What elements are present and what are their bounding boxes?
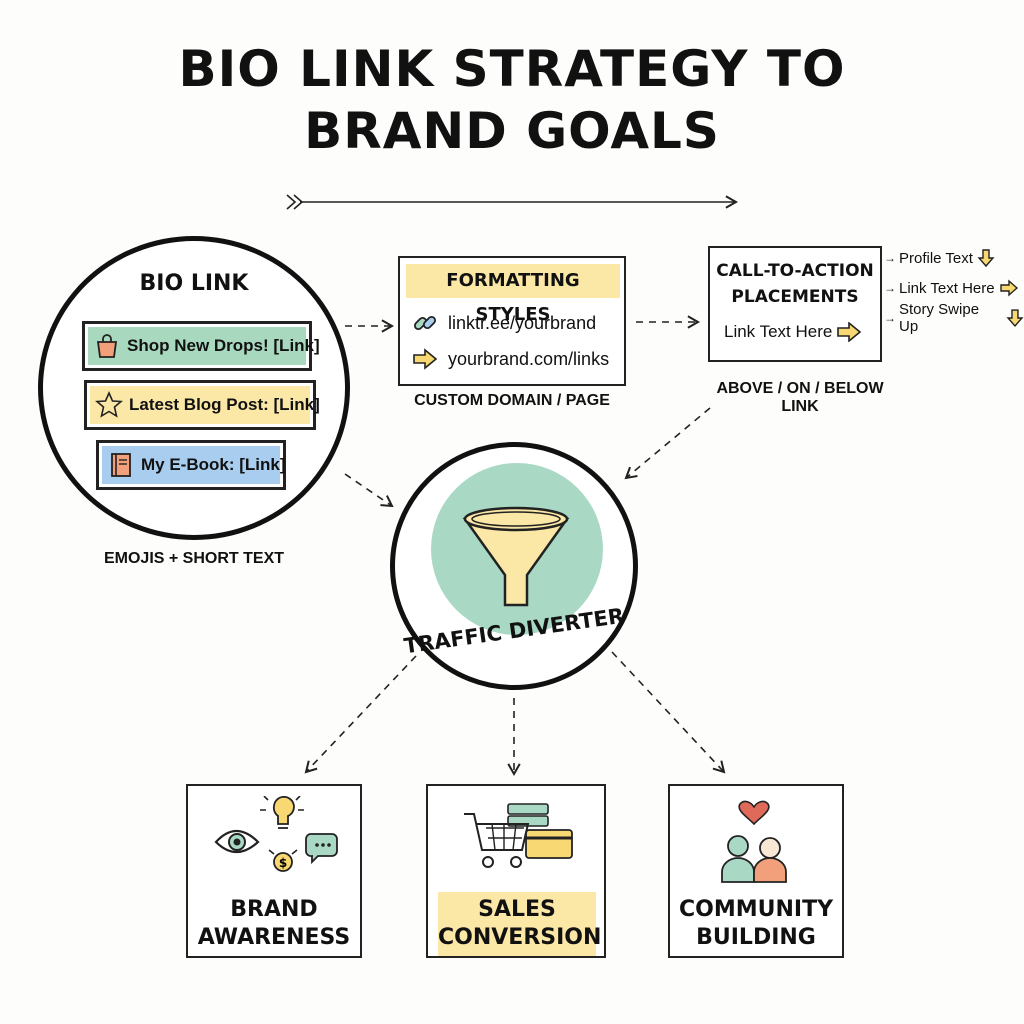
people-heart-icon (721, 800, 787, 883)
bio-link-item-label: Shop New Drops! [Link] (127, 336, 320, 355)
goal-label: COMMUNITY BUILDING (670, 896, 842, 952)
goal-label-line-1: COMMUNITY (678, 897, 834, 922)
cta-side-item-profile[interactable]: → Profile Text (884, 246, 1024, 270)
formatting-item-text: linktr.ee/yourbrand (448, 312, 597, 333)
goal-label-line-2: AWARENESS (197, 925, 351, 950)
cta-caption: ABOVE / ON / BELOW LINK (716, 380, 884, 415)
cta-side-text: Profile Text (899, 249, 973, 267)
cta-side-text: Story Swipe Up (899, 301, 980, 335)
cta-inner-text: Link Text Here (724, 322, 833, 341)
arrow-down-icon (977, 249, 995, 268)
cta-heading-line-1: CALL-TO-ACTION (716, 261, 874, 281)
bio-link-item-shop[interactable]: Shop New Drops! [Link] (82, 321, 320, 371)
cta-heading: CALL-TO-ACTION PLACEMENTS (710, 258, 880, 310)
cta-placements-box: CALL-TO-ACTION PLACEMENTS Link Text Here (708, 246, 882, 362)
star-icon (95, 391, 123, 418)
title-line-1: BIO LINK STRATEGY TO (178, 40, 846, 98)
traffic-diverter-circle: TRAFFIC DIVERTER (390, 442, 638, 690)
formatting-item-text: yourbrand.com/links (448, 348, 610, 369)
cta-inner-link[interactable]: Link Text Here (724, 322, 862, 342)
arrow-diverter-to-community (611, 651, 726, 774)
bio-link-heading: BIO LINK (139, 271, 249, 296)
goal-label-line-2: BUILDING (696, 925, 816, 950)
title-line-2: BRAND GOALS (304, 102, 720, 160)
goal-label: BRAND AWARENESS (188, 896, 360, 952)
cta-side-list: → Profile Text → Link Text Here → Story … (884, 246, 1024, 335)
page-title: BIO LINK STRATEGY TO BRAND GOALS (0, 38, 1024, 162)
bio-link-item-ebook[interactable]: My E-Book: [Link] (96, 440, 286, 490)
svg-text:$: $ (279, 856, 287, 870)
shopping-bag-icon (96, 334, 118, 358)
chain-link-icon (413, 315, 437, 331)
goal-label-line-1: BRAND (230, 897, 318, 922)
arrow-down-icon (1006, 309, 1024, 328)
formatting-styles-box: FORMATTING STYLES linktr.ee/yourbrand yo… (398, 256, 626, 386)
top-progress-arrow (286, 194, 739, 210)
goal-sales-conversion: SALES CONVERSION (426, 784, 606, 958)
formatting-caption: CUSTOM DOMAIN / PAGE (414, 392, 610, 409)
bio-link-caption: EMOJIS + SHORT TEXT (103, 550, 285, 567)
funnel-icon (431, 463, 603, 635)
book-icon (111, 453, 131, 477)
arrow-bio-to-diverter (344, 473, 394, 508)
goal-label-line-2: CONVERSION (438, 925, 602, 950)
bio-link-item-blog[interactable]: Latest Blog Post: [Link] (84, 380, 320, 430)
eye-lightbulb-icon: $ (214, 796, 338, 872)
cta-side-item-link[interactable]: → Link Text Here (884, 276, 1024, 300)
arrow-right-icon (999, 279, 1018, 297)
arrow-diverter-to-awareness (304, 655, 417, 774)
bio-link-item-label: Latest Blog Post: [Link] (129, 395, 320, 414)
shopping-cart-card-icon (464, 803, 573, 868)
goal-label-line-1: SALES (478, 897, 556, 922)
goal-community-building: COMMUNITY BUILDING (668, 784, 844, 958)
arrow-right-icon (413, 348, 438, 370)
goal-brand-awareness: $ BRAND AWARENESS (186, 784, 362, 958)
arrow-right-icon (837, 322, 862, 342)
formatting-item-custom-domain[interactable]: yourbrand.com/links (412, 348, 609, 370)
goal-label: SALES CONVERSION (438, 892, 602, 956)
cta-side-text: Link Text Here (899, 279, 995, 297)
formatting-item-linktree[interactable]: linktr.ee/yourbrand (412, 310, 596, 336)
cta-side-item-story[interactable]: → Story Swipe Up (884, 301, 1024, 335)
cta-heading-line-2: PLACEMENTS (731, 287, 859, 307)
arrow-cta-to-diverter (624, 407, 711, 480)
bio-link-item-label: My E-Book: [Link] (141, 455, 286, 474)
formatting-heading: FORMATTING STYLES (406, 264, 620, 325)
